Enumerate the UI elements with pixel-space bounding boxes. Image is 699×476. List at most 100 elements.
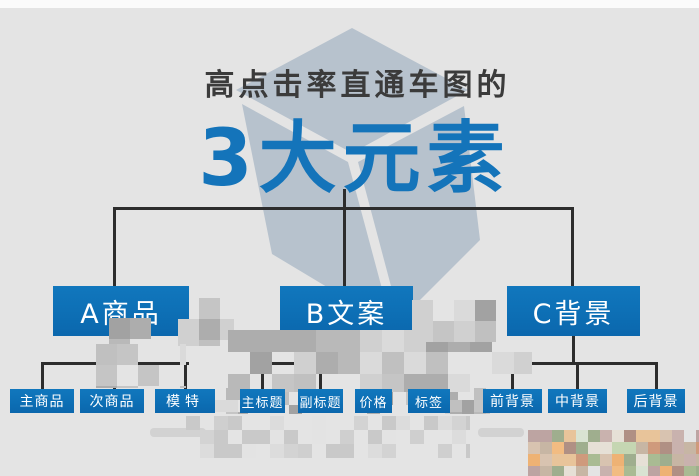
censored-mosaic-block [109, 318, 130, 339]
censored-mosaic-block [199, 298, 220, 319]
censored-mosaic-block [528, 430, 540, 442]
connector-line [343, 189, 346, 208]
censored-mosaic-block [588, 454, 600, 466]
child-box-sub-title: 副标题 [298, 389, 343, 413]
censored-mosaic-block [672, 430, 684, 442]
censored-mosaic-block [660, 466, 672, 476]
censored-mosaic-block [199, 340, 220, 346]
connector-line [343, 207, 346, 287]
censored-mosaic-block [410, 430, 424, 444]
censored-mosaic-block [316, 330, 338, 352]
censored-mosaic-block [138, 365, 159, 386]
censored-mosaic-block [588, 442, 600, 454]
connector-line [261, 362, 264, 390]
censored-mosaic-block [228, 330, 250, 352]
censored-mosaic-block [660, 442, 672, 454]
censored-mosaic-block [648, 466, 660, 476]
heading-main: 3大元素 [198, 114, 511, 204]
cube-left-face [242, 104, 392, 326]
censored-mosaic-block [382, 444, 396, 458]
censored-mosaic-block [475, 300, 496, 321]
censored-mosaic-block [360, 374, 382, 392]
censored-mosaic-block [514, 352, 532, 374]
censored-mosaic-block [466, 416, 470, 430]
censored-mosaic-block [624, 466, 636, 476]
censored-mosaic-block [684, 466, 696, 476]
censored-mosaic-block [178, 340, 199, 346]
connector-line [113, 207, 116, 287]
censored-mosaic-block [284, 430, 298, 444]
censored-mosaic-block [96, 344, 117, 365]
connector-line [511, 362, 658, 365]
censored-mosaic-block [294, 330, 316, 352]
censored-mosaic-block [96, 386, 117, 388]
connector-line [184, 362, 187, 390]
censored-mosaic-block [684, 454, 696, 466]
censored-mosaic-block [354, 416, 368, 430]
censored-mosaic-block [178, 319, 199, 340]
censored-mosaic-block [672, 454, 684, 466]
censored-mosaic-block [284, 444, 298, 458]
censored-mosaic-block [600, 454, 612, 466]
censored-mosaic-block [226, 400, 238, 412]
censored-mosaic-block [452, 430, 466, 444]
censored-mosaic-block [382, 430, 396, 444]
censored-mosaic-block [450, 412, 462, 414]
censored-mosaic-block [382, 330, 404, 352]
censored-mosaic-block [226, 412, 238, 414]
censored-mosaic-block [696, 466, 699, 476]
censored-mosaic-block [660, 454, 672, 466]
censored-mosaic-block [528, 466, 540, 476]
censored-mosaic-block [294, 374, 316, 392]
censored-mosaic-block [180, 386, 186, 388]
censored-mosaic-block [454, 300, 475, 321]
censored-mosaic-block [600, 442, 612, 454]
censored-mosaic-block [228, 444, 242, 458]
censored-mosaic-block [214, 430, 228, 444]
branch-box-background: C背景 [507, 286, 640, 336]
censored-mosaic-block [588, 430, 600, 442]
censored-mosaic-block [452, 416, 466, 430]
censored-mosaic-block [552, 442, 564, 454]
censored-mosaic-block [426, 374, 448, 392]
heading-subtitle: 高点击率直通车图的 [204, 68, 511, 103]
censored-mosaic-block [624, 442, 636, 454]
censored-mosaic-block [696, 442, 699, 454]
censored-mosaic-block [454, 321, 475, 342]
censored-mosaic-block [564, 466, 576, 476]
censored-mosaic-block [672, 466, 684, 476]
connector-line [41, 362, 44, 390]
censored-mosaic-block [130, 318, 151, 339]
censored-mosaic-block [696, 430, 699, 442]
child-box-tag: 标签 [408, 389, 450, 413]
censored-mosaic-block [109, 339, 130, 344]
child-box-back-background: 后背景 [627, 389, 685, 413]
cube-lid-face [236, 28, 468, 153]
censored-mosaic-block [360, 330, 382, 352]
censored-mosaic-block [199, 319, 220, 340]
censored-mosaic-block [648, 442, 660, 454]
child-box-model: 模特 [155, 389, 215, 413]
censored-mosaic-block [612, 430, 624, 442]
censored-mosaic-block [404, 352, 426, 374]
censored-mosaic-block [250, 352, 272, 374]
censored-mosaic-block [250, 330, 272, 352]
censored-mosaic-block [624, 430, 636, 442]
cube-right-face [358, 106, 480, 320]
censored-mosaic-block [552, 466, 564, 476]
censored-mosaic-block [238, 412, 248, 414]
censored-mosaic-block [200, 430, 214, 444]
censored-mosaic-block [426, 352, 448, 374]
censored-mosaic-block [228, 416, 242, 430]
censored-mosaic-block [576, 430, 588, 442]
censored-mosaic-block [340, 444, 354, 458]
censored-mosaic-block [612, 454, 624, 466]
censored-mosaic-block [636, 454, 648, 466]
censored-mosaic-block [316, 352, 338, 374]
censored-mosaic-block [326, 444, 340, 458]
censored-mosaic-block [214, 444, 228, 458]
child-box-main-product: 主商品 [10, 389, 74, 413]
censored-mosaic-block [360, 352, 382, 374]
censored-mosaic-block [117, 386, 138, 388]
